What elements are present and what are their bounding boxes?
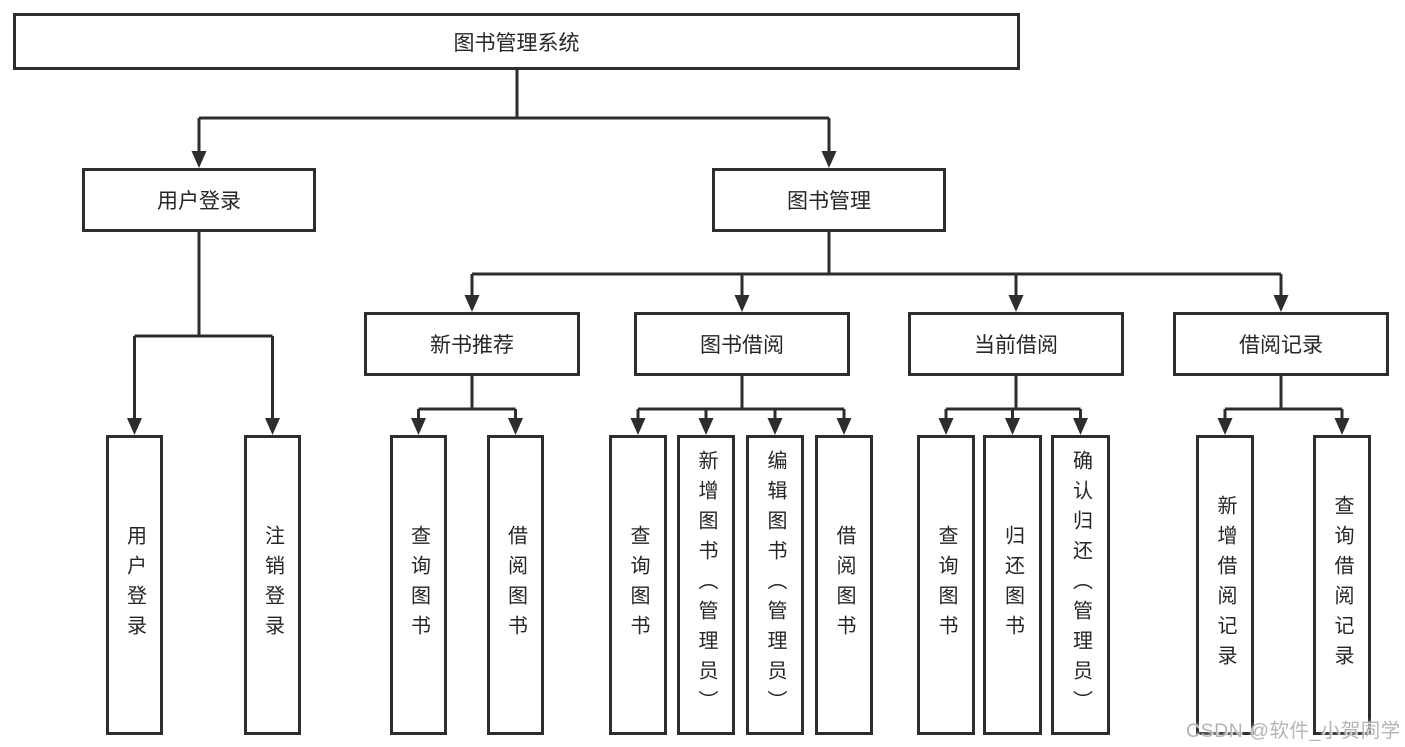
node-label: 借阅记录 (1239, 334, 1323, 357)
node-label: 确认归还（管理员） (1069, 450, 1092, 720)
node-label: 查询图书 (935, 525, 957, 645)
node-logout-action: 注销登录 (244, 435, 301, 735)
node-bb-borrow-books: 借阅图书 (815, 435, 873, 735)
node-cb-confirm-return-admin: 确认归还（管理员） (1051, 435, 1110, 735)
node-bb-add-books-admin: 新增图书（管理员） (677, 435, 735, 735)
node-label: 归还图书 (1001, 525, 1024, 645)
node-user-login-action: 用户登录 (106, 435, 163, 735)
node-label: 新书推荐 (430, 334, 514, 357)
node-label: 图书管理系统 (453, 31, 580, 55)
node-borrowing-records: 借阅记录 (1173, 312, 1389, 376)
node-label: 编辑图书（管理员） (764, 450, 786, 720)
node-label: 当前借阅 (974, 334, 1058, 357)
node-br-add-record: 新增借阅记录 (1196, 435, 1254, 735)
node-label: 查询图书 (627, 525, 649, 645)
node-label: 查询借阅记录 (1331, 495, 1353, 675)
node-label: 借阅图书 (504, 525, 527, 645)
node-book-management: 图书管理 (712, 168, 946, 232)
node-bb-edit-books-admin: 编辑图书（管理员） (746, 435, 804, 735)
node-label: 图书管理 (787, 190, 871, 213)
node-new-book-recommend: 新书推荐 (364, 312, 580, 376)
node-bb-query-books: 查询图书 (609, 435, 667, 735)
node-label: 注销登录 (261, 525, 284, 645)
node-current-borrowing: 当前借阅 (908, 312, 1124, 376)
watermark: CSDN @软件_小贺同学 (1186, 720, 1401, 742)
node-label: 新增图书（管理员） (695, 450, 717, 720)
node-br-query-record: 查询借阅记录 (1313, 435, 1371, 735)
node-cb-return-books: 归还图书 (983, 435, 1042, 735)
node-system-root: 图书管理系统 (13, 13, 1020, 70)
node-nb-borrow-books: 借阅图书 (487, 435, 544, 735)
node-label: 用户登录 (123, 525, 146, 645)
node-user-login: 用户登录 (82, 168, 316, 232)
node-label: 新增借阅记录 (1214, 495, 1236, 675)
node-label: 用户登录 (157, 190, 241, 213)
node-nb-query-books: 查询图书 (390, 435, 447, 735)
node-cb-query-books: 查询图书 (917, 435, 975, 735)
node-label: 图书借阅 (700, 334, 784, 357)
node-label: 查询图书 (407, 525, 430, 645)
node-book-borrowing: 图书借阅 (634, 312, 850, 376)
node-label: 借阅图书 (833, 525, 855, 645)
